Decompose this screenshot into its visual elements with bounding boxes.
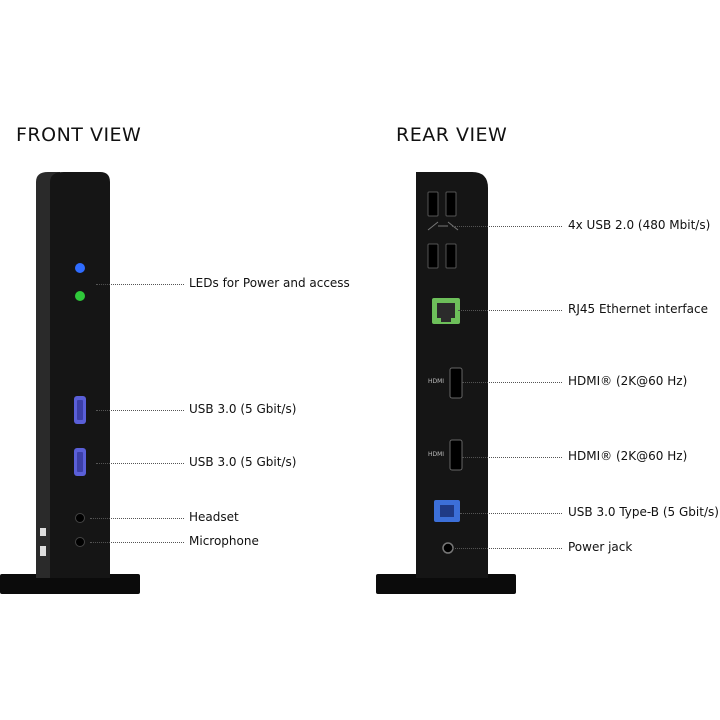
front-body — [50, 172, 110, 578]
leds-label: LEDs for Power and access — [189, 276, 350, 290]
rj45-label: RJ45 Ethernet interface — [568, 302, 708, 316]
usb2-hub-leader-line — [452, 226, 562, 227]
hdmi1-leader-line — [462, 382, 562, 383]
hdmi2-label: HDMI® (2K@60 Hz) — [568, 449, 688, 463]
usb1-leader-line — [96, 410, 184, 411]
hdmi-port-2-icon — [449, 439, 463, 471]
headset-label: Headset — [189, 510, 239, 524]
rj45-port-icon — [432, 298, 460, 324]
leds-leader-line — [96, 284, 184, 285]
power-led-icon — [75, 263, 85, 273]
microphone-jack-icon — [75, 537, 85, 547]
front-stand — [0, 574, 140, 594]
hdmi-2-text: HDMI — [428, 451, 444, 458]
microphone-label: Microphone — [189, 534, 259, 548]
headset-jack-icon — [75, 513, 85, 523]
headset-leader-line — [90, 518, 184, 519]
hdmi-1-text: HDMI — [428, 378, 444, 385]
access-led-icon — [75, 291, 85, 301]
rear-stand — [376, 574, 516, 594]
rj45-leader-line — [458, 310, 562, 311]
usb3b-leader-line — [460, 513, 562, 514]
rear-dock-illustration: HDMI HDMI — [376, 172, 516, 594]
usb3-typeb-port-icon — [434, 500, 460, 522]
usb2-hub-label: 4x USB 2.0 (480 Mbit/s) — [568, 218, 711, 232]
front-dock-illustration — [0, 172, 140, 594]
front-usb-label-1: USB 3.0 (5 Gbit/s) — [189, 402, 297, 416]
power-jack-label: Power jack — [568, 540, 633, 554]
usb2-leader-line — [96, 463, 184, 464]
front-view-heading: FRONT VIEW — [16, 124, 142, 146]
usb2-ports-icon — [427, 191, 459, 269]
rear-view-heading: REAR VIEW — [396, 124, 508, 146]
hdmi-port-1-icon — [449, 367, 463, 399]
usb3b-label: USB 3.0 Type-B (5 Gbit/s) — [568, 505, 719, 519]
power-leader-line — [452, 548, 562, 549]
hdmi2-leader-line — [462, 457, 562, 458]
front-usb-label-2: USB 3.0 (5 Gbit/s) — [189, 455, 297, 469]
hdmi1-label: HDMI® (2K@60 Hz) — [568, 374, 688, 388]
microphone-leader-line — [90, 542, 184, 543]
